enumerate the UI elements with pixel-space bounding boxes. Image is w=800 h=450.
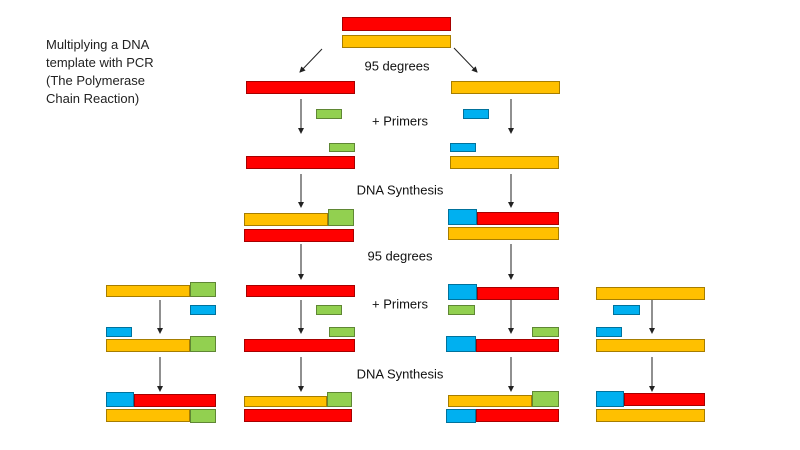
- green-primer: [316, 305, 342, 315]
- red-strand: [476, 339, 559, 352]
- red-strand: [246, 156, 355, 169]
- title-line: Chain Reaction): [46, 91, 140, 106]
- red-strand: [342, 17, 451, 31]
- blue-primer: [596, 327, 622, 337]
- blue-primer: [106, 327, 132, 337]
- title-line: template with PCR: [46, 55, 154, 70]
- title-line: Multiplying a DNA: [46, 37, 150, 52]
- green-primer: [190, 336, 216, 352]
- green-primer: [532, 391, 559, 407]
- orange-strand: [106, 285, 190, 297]
- green-primer: [327, 392, 352, 407]
- blue-primer: [450, 143, 476, 152]
- blue-primer: [446, 336, 476, 352]
- green-primer: [190, 282, 216, 297]
- orange-strand: [244, 213, 328, 226]
- orange-strand: [451, 81, 560, 94]
- red-strand: [134, 394, 216, 407]
- red-strand: [244, 409, 352, 422]
- orange-strand: [244, 396, 327, 407]
- title-line: (The Polymerase: [46, 73, 145, 88]
- orange-strand: [450, 156, 559, 169]
- green-primer: [328, 209, 354, 226]
- step-label-primers-1: + Primers: [372, 113, 428, 129]
- blue-primer: [448, 284, 477, 300]
- step-label-synthesis-2: DNA Synthesis: [356, 366, 444, 382]
- green-primer: [190, 409, 216, 423]
- green-primer: [532, 327, 559, 337]
- step-label-synthesis-1: DNA Synthesis: [356, 182, 444, 198]
- blue-primer: [190, 305, 216, 315]
- diagram-title: Multiplying a DNA template with PCR (The…: [46, 36, 154, 108]
- blue-primer: [463, 109, 489, 119]
- green-primer: [329, 327, 355, 337]
- blue-primer: [448, 209, 477, 225]
- red-strand: [244, 229, 354, 242]
- blue-primer: [106, 392, 134, 407]
- red-strand: [476, 409, 559, 422]
- blue-primer: [596, 391, 624, 407]
- green-primer: [316, 109, 342, 119]
- green-primer: [329, 143, 355, 152]
- orange-strand: [106, 339, 190, 352]
- red-strand: [477, 212, 559, 225]
- step-label-denature-1: 95 degrees: [364, 58, 430, 74]
- red-strand: [246, 81, 355, 94]
- red-strand: [246, 285, 355, 297]
- orange-strand: [448, 395, 532, 407]
- orange-strand: [106, 409, 190, 422]
- blue-primer: [613, 305, 640, 315]
- red-strand: [624, 393, 705, 406]
- arrow-icon: [299, 48, 323, 73]
- orange-strand: [342, 35, 451, 48]
- orange-strand: [448, 227, 559, 240]
- arrow-icon: [453, 47, 478, 73]
- green-primer: [448, 305, 475, 315]
- step-label-primers-2: + Primers: [372, 296, 428, 312]
- step-label-denature-2: 95 degrees: [367, 248, 433, 264]
- orange-strand: [596, 339, 705, 352]
- orange-strand: [596, 287, 705, 300]
- red-strand: [244, 339, 355, 352]
- red-strand: [477, 287, 559, 300]
- orange-strand: [596, 409, 705, 422]
- blue-primer: [446, 409, 476, 423]
